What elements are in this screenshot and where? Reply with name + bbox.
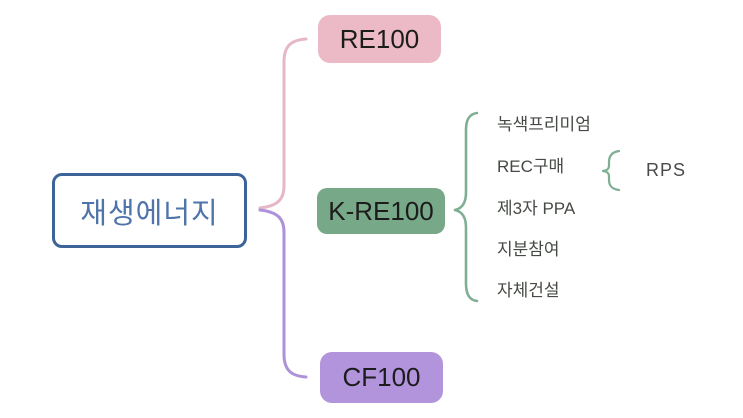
rps-label: RPS bbox=[646, 160, 687, 180]
cf100-label: CF100 bbox=[342, 362, 421, 392]
root-label: 재생에너지 bbox=[80, 197, 219, 230]
re100-label: RE100 bbox=[339, 23, 420, 54]
leaf-self-construction: 자체건설 bbox=[497, 281, 560, 300]
node-k-re100: K-RE100 bbox=[317, 188, 445, 234]
root-brace-bottom-purple bbox=[258, 208, 308, 379]
root-brace-top-pink bbox=[258, 37, 308, 210]
k-re100-label: K-RE100 bbox=[328, 195, 434, 226]
kre100-children-brace bbox=[453, 111, 479, 303]
rps-brace bbox=[601, 149, 621, 192]
node-cf100: CF100 bbox=[320, 352, 443, 403]
leaf-third-party-ppa: 제3자 PPA bbox=[497, 199, 576, 218]
leaf-green-premium: 녹색프리미엄 bbox=[497, 115, 591, 134]
node-root: 재생에너지 bbox=[52, 173, 247, 248]
node-re100: RE100 bbox=[318, 15, 441, 63]
leaf-equity-participation: 지분참여 bbox=[497, 240, 560, 259]
leaf-rec-purchase: REC구매 bbox=[497, 157, 565, 176]
